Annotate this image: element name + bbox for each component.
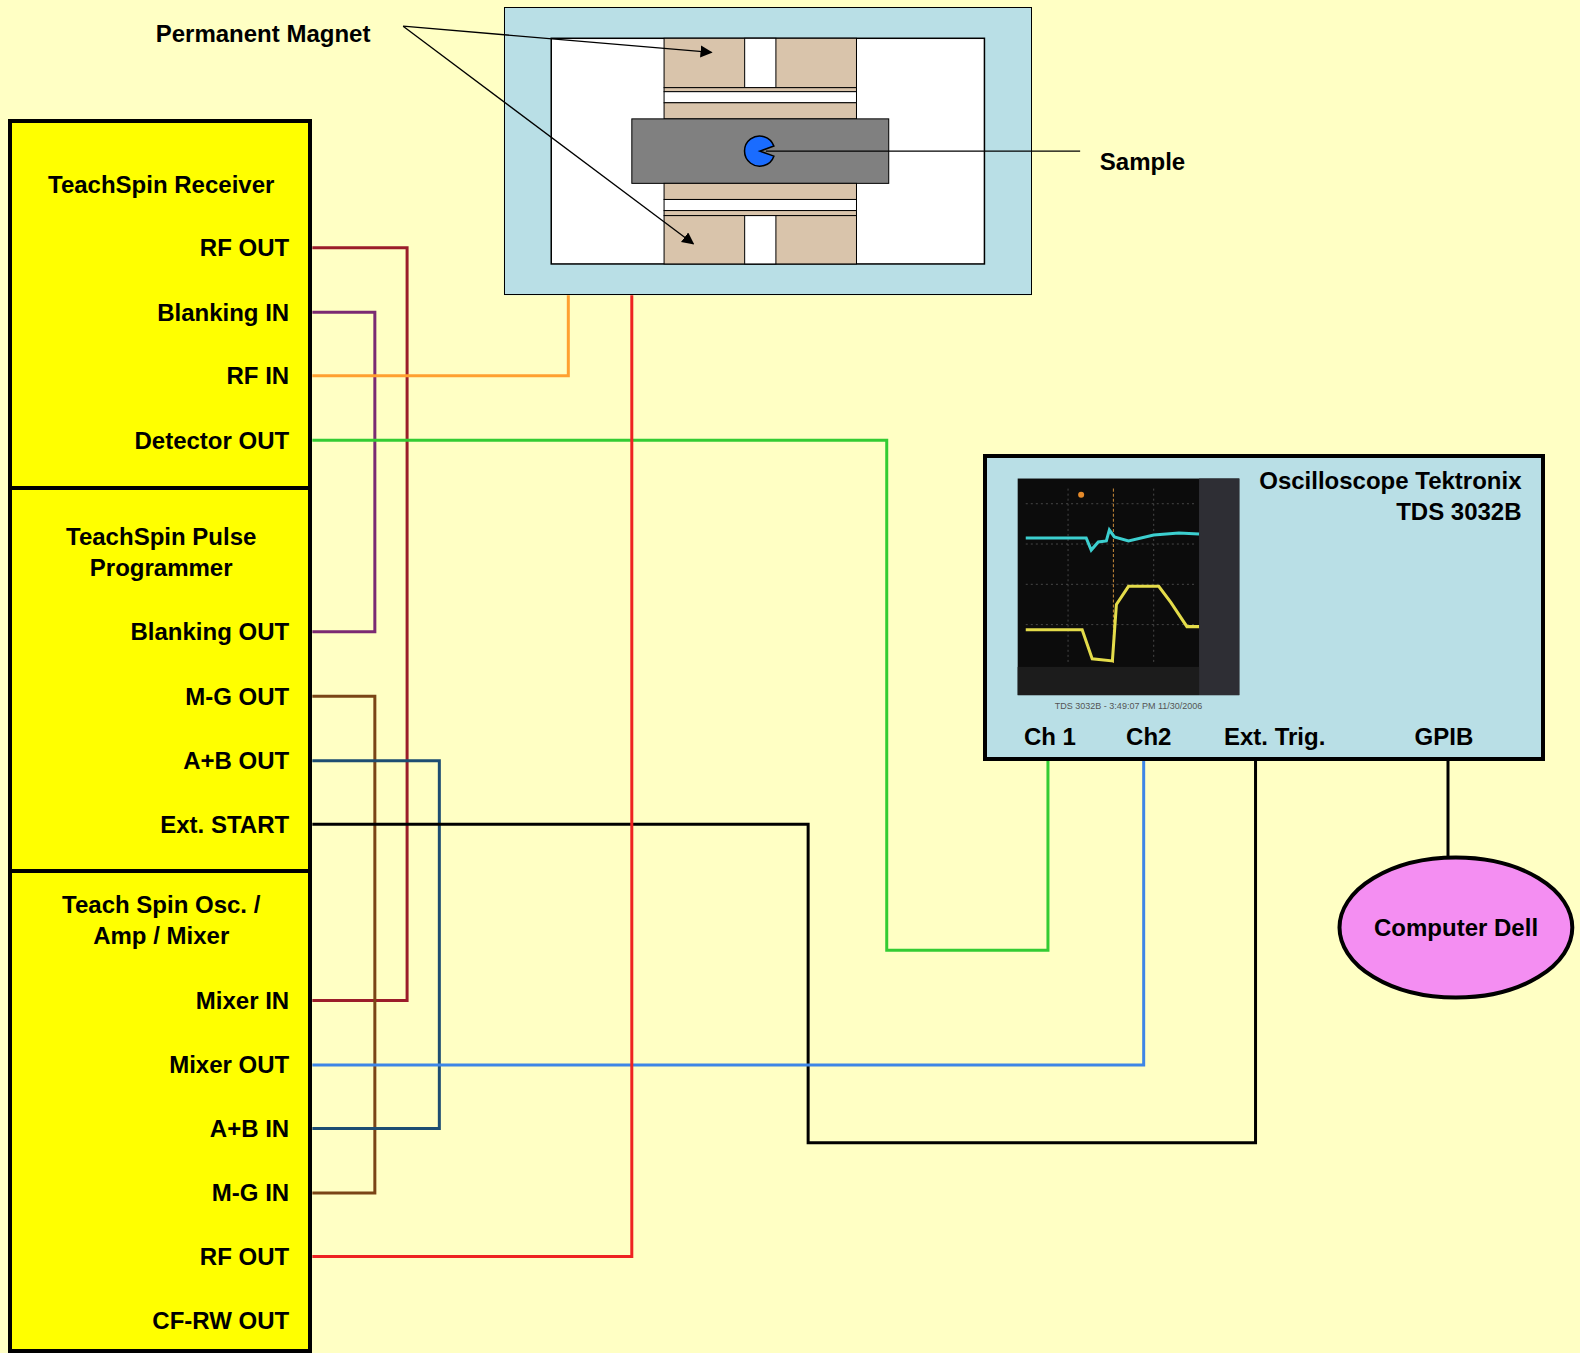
port-label: Ext. Trig. [1224,721,1325,752]
computer: Computer Dell [1337,855,1575,1000]
signal-cable [312,761,1255,1143]
port-label: RF OUT [200,232,289,263]
trace-yellow [1026,586,1199,661]
trace-cyan [1026,530,1199,550]
port-label: Blanking OUT [131,616,290,647]
receiver-module: TeachSpin Receiver RF OUT Blanking IN RF IN… [8,119,312,490]
screen-caption: TDS 3032B - 3:49:07 PM 11/30/2006 [1055,701,1202,713]
instrument-title: Oscilloscope Tektronix TDS 3032B [1219,465,1521,527]
oscilloscope: Oscilloscope Tektronix TDS 3032B Ch 1 Ch2 E… [983,454,1544,760]
signal-cable [312,295,568,376]
grid-line [1026,624,1197,625]
port-label: Ext. START [160,809,289,840]
port-label: M-G IN [212,1177,289,1208]
port-label: GPIB [1415,721,1474,752]
port-label: M-G OUT [185,681,289,712]
signal-cable [312,761,439,1129]
grid-line [1026,544,1197,545]
screen-ground [1018,479,1240,696]
oscillator-module: Teach Spin Osc. / Amp / MixerMixer IN Mix… [8,869,312,1353]
scope-housing-fill [983,454,1544,760]
signal-cable [312,761,1143,1065]
signal-cable [1446,761,1449,857]
scope-screen [1018,479,1240,696]
leader-line [403,26,711,52]
module-title: TeachSpin Receiver [48,169,274,200]
signal-cable [312,248,407,1001]
screen-menu [1199,479,1239,696]
callout-label: Sample [1100,146,1185,177]
signal-cable [312,295,631,1256]
port-label: Mixer IN [196,985,289,1016]
permanent-magnet [664,216,856,264]
pole-plate [664,92,856,103]
magnet-slot [745,216,776,264]
computer-ellipse [1340,858,1573,998]
pole-plate [664,199,856,210]
port-label: Detector OUT [134,425,289,456]
port-label: Ch2 [1126,721,1171,752]
port-label: Ch 1 [1024,721,1076,752]
port-label: RF IN [227,360,290,391]
port-label: A+B OUT [183,745,289,776]
pole-plate [664,88,856,92]
port-label: Blanking IN [157,297,289,328]
screen-status [1018,667,1199,695]
magnet-slot [745,38,776,87]
leader-line [403,26,693,244]
signal-cable [312,696,375,1193]
trigger-point [1078,492,1084,498]
magnet-assembly: Permanent MagnetSample [504,7,1032,295]
pole-plate [664,183,856,199]
grid-line [1153,489,1154,665]
signal-cable [312,440,1048,950]
port-label: CF-RW OUT [152,1305,289,1336]
callout-label: Permanent Magnet [156,18,371,49]
port-label: Mixer OUT [169,1049,289,1080]
pole-plate [664,211,856,216]
pole-plate [664,103,856,119]
permanent-magnet [664,38,856,87]
leader-line [766,150,1080,151]
computer-label: Computer Dell [1374,912,1538,943]
grid-line [1026,584,1197,585]
signal-cable [312,312,375,631]
screen-grid [1026,489,1197,665]
module-title: TeachSpin Pulse Programmer [40,521,282,583]
grid-line [1068,489,1069,665]
port-label: RF OUT [200,1241,289,1272]
port-label: A+B IN [210,1113,289,1144]
module-title: Teach Spin Osc. / Amp / Mixer [35,889,287,951]
grid-line [1026,503,1197,504]
pulse-programmer: TeachSpin Pulse ProgrammerBlanking OUT M-… [8,486,312,873]
